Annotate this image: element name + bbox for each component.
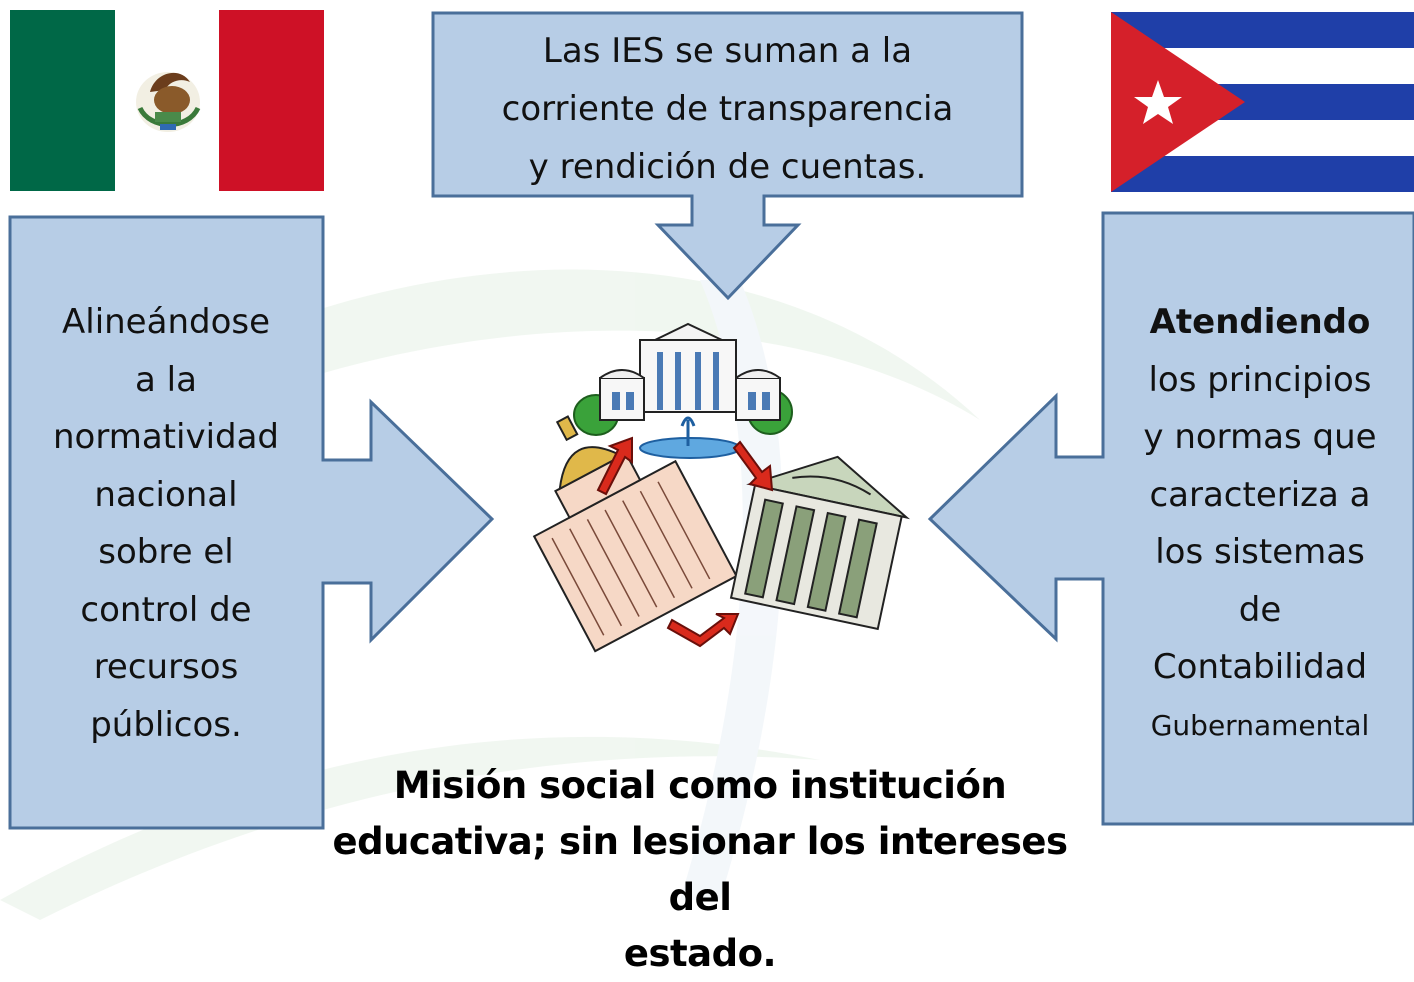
bank-building-icon	[729, 455, 911, 631]
right-callout-heading: Atendiendo	[1149, 302, 1371, 342]
left-callout-line: normatividad	[52, 417, 280, 457]
mission-line: educativa; sin lesionar los intereses de…	[332, 820, 1068, 919]
left-callout-line: a la	[135, 359, 197, 400]
right-callout-line: Contabilidad	[1152, 647, 1368, 687]
mexico-coat-of-arms-icon	[136, 72, 201, 132]
star-icon	[1134, 80, 1182, 124]
slide: Las IES se suman a la corriente de trans…	[0, 10, 1414, 975]
right-callout-text: Atendiendo los principios y normas que c…	[1110, 294, 1410, 754]
mission-statement: Misión social como institución educativa…	[300, 758, 1100, 982]
left-callout-text: Alineándose a la normatividad nacional s…	[18, 294, 314, 754]
slide-graphics	[0, 10, 1414, 920]
right-callout-line: los principios	[1148, 359, 1372, 400]
top-callout-line: corriente de transparencia	[501, 89, 954, 129]
mission-line: Misión social como institución	[393, 764, 1007, 807]
right-callout-line: de	[1238, 589, 1282, 630]
left-callout-line: recursos	[93, 647, 239, 687]
left-callout-shape	[8, 215, 495, 830]
mexico-flag	[10, 10, 324, 191]
cuba-flag	[1111, 12, 1414, 192]
left-callout-line: nacional	[94, 474, 238, 515]
mission-line: estado.	[623, 932, 777, 975]
left-callout-line: sobre el	[98, 532, 234, 572]
right-callout-line: y normas que	[1143, 417, 1377, 457]
right-callout-line: caracteriza a	[1149, 474, 1371, 515]
left-callout-line: públicos.	[90, 704, 242, 745]
left-callout-line: control de	[80, 589, 252, 630]
top-callout-shape	[431, 11, 1024, 301]
top-callout-line: y rendición de cuentas.	[528, 147, 927, 187]
right-callout-shape	[927, 211, 1414, 826]
top-callout-text: Las IES se suman a la corriente de trans…	[440, 22, 1015, 196]
government-buildings-icon	[532, 322, 911, 653]
top-callout-line: Las IES se suman a la	[542, 31, 913, 71]
cycle-arrows-icon	[596, 436, 774, 648]
top-building-icon	[573, 322, 793, 459]
right-callout-line: los sistemas	[1155, 532, 1365, 572]
right-callout-small-line: Gubernamental	[1150, 708, 1370, 742]
left-callout-line: Alineándose	[61, 302, 271, 342]
